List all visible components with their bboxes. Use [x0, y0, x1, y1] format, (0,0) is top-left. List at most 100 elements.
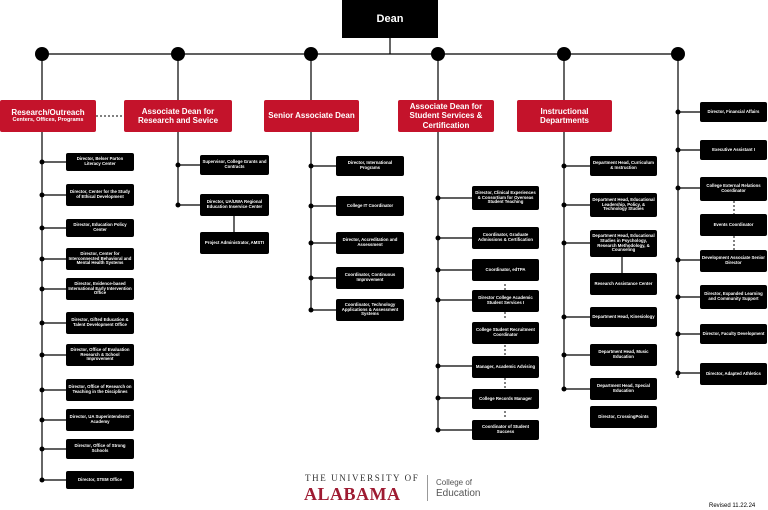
node-dot	[435, 267, 441, 273]
node-dot	[675, 147, 681, 153]
org-box: Director, Expanded Learning and Communit…	[700, 285, 767, 309]
node-dot	[39, 159, 45, 165]
node-dot	[308, 203, 314, 209]
branch-subtitle: Centers, Offices, Programs	[12, 117, 84, 124]
branch-assoc-dean-student-services: Associate Dean for Student Services & Ce…	[398, 100, 494, 132]
org-box: Director, Office of Research on Teaching…	[66, 379, 134, 401]
org-box: Coordinator, edTPA	[472, 259, 539, 281]
org-box: Director, Financial Affairs	[700, 102, 767, 122]
node-dot	[435, 195, 441, 201]
branch-dot	[171, 47, 185, 61]
org-box: Department Head, Music Education	[590, 344, 657, 366]
org-box: Director, Belser Parton Literacy Center	[66, 153, 134, 171]
node-dot	[675, 185, 681, 191]
node-dot	[675, 257, 681, 263]
node-dot	[308, 163, 314, 169]
node-dot	[39, 477, 45, 483]
org-box: Director, Office of Evaluation Research …	[66, 344, 134, 366]
node-dot	[435, 297, 441, 303]
org-box: Coordinator, Continuous Improvement	[336, 267, 404, 289]
org-box: Director, Faculty Development	[700, 324, 767, 344]
org-box: Executive Assistant I	[700, 140, 767, 160]
org-box: Director, Center for Interconnected Beha…	[66, 248, 134, 270]
node-dot	[561, 163, 567, 169]
org-box: Director, Center for the Study of Ethica…	[66, 184, 134, 206]
org-box: Project Administrator, AMSTI	[200, 232, 269, 254]
org-box: Director, UA/UWA Regional Education Inse…	[200, 194, 269, 216]
node-dot	[39, 192, 45, 198]
node-dot	[675, 370, 681, 376]
node-dot	[39, 256, 45, 262]
org-box: Manager, Academic Advising	[472, 356, 539, 378]
node-dot	[561, 314, 567, 320]
dean-box: Dean	[342, 0, 438, 38]
logo-alabama: ALABAMA	[304, 484, 401, 504]
org-box: Supervisor, College Grants and Contracts	[200, 155, 269, 175]
node-dot	[561, 202, 567, 208]
org-box: Department Head, Educational Studies in …	[590, 230, 657, 257]
node-dot	[308, 240, 314, 246]
node-dot	[675, 109, 681, 115]
branch-dot	[671, 47, 685, 61]
node-dot	[39, 286, 45, 292]
branch-dot	[431, 47, 445, 61]
org-box: College Records Manager	[472, 389, 539, 409]
logo-college-of: College of	[436, 478, 473, 487]
org-box: Director, UA Superintendents' Academy	[66, 409, 134, 431]
node-dot	[39, 446, 45, 452]
org-box: Director, Evidence-based International E…	[66, 278, 134, 300]
node-dot	[39, 225, 45, 231]
node-dot	[561, 240, 567, 246]
branch-senior-assoc-dean: Senior Associate Dean	[264, 100, 359, 132]
branch-assoc-dean-research: Associate Dean for Research and Sevice	[124, 100, 232, 132]
org-box: Director, Accreditation and Assessment	[336, 232, 404, 254]
org-box: Department Head, Kinesiology	[590, 307, 657, 327]
org-box: Director, International Programs	[336, 156, 404, 176]
logo-divider	[427, 475, 428, 501]
org-box: Research Assistance Center	[590, 273, 657, 295]
branch-dot	[35, 47, 49, 61]
node-dot	[308, 307, 314, 313]
node-dot	[675, 331, 681, 337]
node-dot	[561, 386, 567, 392]
node-dot	[435, 395, 441, 401]
node-dot	[435, 363, 441, 369]
org-box: Director, Education Policy Center	[66, 219, 134, 237]
node-dot	[435, 427, 441, 433]
org-box: Coordinator, Graduate Admissions & Certi…	[472, 227, 539, 249]
org-box: Development Associate Senior Director	[700, 250, 767, 272]
org-box: Events Coordinator	[700, 214, 767, 236]
branch-dot	[557, 47, 571, 61]
org-box: Director, STEM Office	[66, 471, 134, 489]
org-box: Director, CrossingPoints	[590, 406, 657, 428]
org-box: College External Relations Coordinator	[700, 177, 767, 201]
logo-education: Education	[436, 488, 481, 499]
org-box: Director, Clinical Experiences & Consort…	[472, 186, 539, 210]
branch-research-outreach: Research/Outreach Centers, Offices, Prog…	[0, 100, 96, 132]
branch-instructional-departments: Instructional Departments	[517, 100, 612, 132]
org-box: Director, Office of Strong Schools	[66, 439, 134, 459]
node-dot	[175, 162, 181, 168]
org-box: Department Head, Curriculum & Instructio…	[590, 156, 657, 176]
branch-title: Research/Outreach	[11, 108, 85, 118]
org-box: Coordinator, Technology Applications & A…	[336, 299, 404, 321]
node-dot	[435, 235, 441, 241]
node-dot	[39, 387, 45, 393]
node-dot	[39, 352, 45, 358]
revised-date: Revised 11.22.24	[709, 503, 756, 509]
org-box: Department Head, Educational Leadership,…	[590, 193, 657, 217]
branch-dot	[304, 47, 318, 61]
logo-university-of: THE UNIVERSITY OF	[305, 473, 420, 483]
node-dot	[561, 352, 567, 358]
node-dot	[175, 202, 181, 208]
node-dot	[39, 417, 45, 423]
org-box: College IT Coordinator	[336, 196, 404, 216]
org-box: Director, Adapted Athletics	[700, 363, 767, 385]
org-box: Director, Gifted Education & Talent Deve…	[66, 312, 134, 334]
node-dot	[308, 275, 314, 281]
org-box: College Student Recruitment Coordinator	[472, 322, 539, 344]
org-box: Coordinator of Student Success	[472, 420, 539, 440]
org-box: Department Head, Special Education	[590, 378, 657, 400]
node-dot	[39, 320, 45, 326]
